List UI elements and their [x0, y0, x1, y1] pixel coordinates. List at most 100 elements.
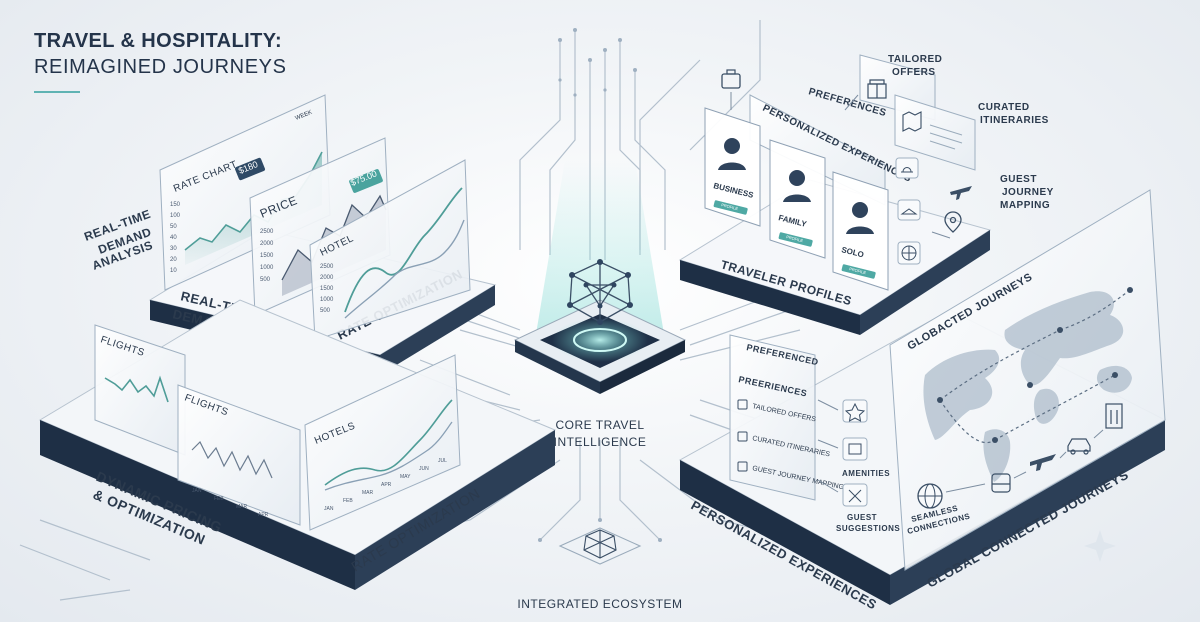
- y-tick-label: 100: [170, 213, 181, 219]
- hotel-building-icon: [1105, 403, 1123, 429]
- flights-line-1: [104, 375, 169, 403]
- guest-suggestions-label-1: GUEST: [847, 513, 877, 522]
- preferences-panel: [729, 334, 816, 501]
- x-tick-label: JUL: [438, 458, 447, 464]
- upper-right-platform-front: [680, 260, 860, 335]
- core-label-line1: CORE TRAVEL: [555, 418, 644, 432]
- tailored-label-1: TAILORED: [888, 54, 942, 65]
- flights-panel-2: [177, 384, 301, 526]
- core-network-nodes: [567, 259, 633, 325]
- upper-left-platform-side: [380, 285, 495, 375]
- flights-line-2: [191, 440, 273, 479]
- x-tick-label: MAR: [236, 504, 248, 510]
- title-block: TRAVEL & HOSPITALITY: REIMAGINED JOURNEY…: [34, 30, 334, 93]
- y-tick-label: 500: [320, 308, 331, 314]
- world-map-routes: [939, 289, 1131, 444]
- y-tick-label: 50: [170, 224, 177, 230]
- hanger-icon-tile: [897, 199, 921, 221]
- gift-icon: [867, 79, 887, 99]
- itinerary-lines: [929, 124, 963, 150]
- ecosystem-label: INTEGRATED ECOSYSTEM: [517, 597, 682, 611]
- hotels-panel: [304, 354, 461, 531]
- connector-dots: [378, 28, 802, 542]
- guest-suggestions-label-2: SUGGESTIONS: [836, 524, 900, 533]
- upper-right-platform-side: [860, 230, 990, 335]
- y-tick-label: 1000: [320, 297, 334, 303]
- y-tick-label: 30: [170, 246, 177, 252]
- profile-button-bg: [841, 264, 876, 279]
- x-tick-label: APR: [258, 512, 269, 518]
- y-tick-label: 2500: [260, 229, 274, 235]
- sparkle-icon: [1084, 530, 1116, 562]
- core-ring: [573, 328, 627, 352]
- module-dynamic-pricing: DYNAMIC PRICING & OPTIMIZATION RATE OPTI…: [38, 299, 557, 590]
- airplane-icon: [1030, 454, 1056, 471]
- curated-label-1: CURATED: [978, 102, 1030, 113]
- person-avatar-icon: [846, 202, 874, 234]
- y-tick-label: 1500: [320, 286, 334, 292]
- tailored-arrow: [844, 94, 859, 111]
- preference-item-icon: [737, 431, 748, 442]
- rate-chart-y-ticks: 150 100 50 40 30 20 10: [170, 202, 181, 274]
- hotel-line-b: [344, 219, 465, 319]
- page-title: TRAVEL & HOSPITALITY:: [34, 30, 283, 52]
- lower-left-platform-side: [355, 430, 555, 590]
- core-light-beam: [535, 160, 665, 340]
- x-tick-label: FEB: [343, 498, 353, 504]
- hotel-line-a: [344, 187, 463, 313]
- lower-right-platform-front: [680, 460, 890, 605]
- y-tick-label: 20: [170, 257, 177, 263]
- y-tick-label: 10: [170, 268, 177, 274]
- y-tick-label: 150: [170, 202, 181, 208]
- gjm-label-3: MAPPING: [1000, 200, 1050, 211]
- y-tick-label: 500: [260, 277, 271, 283]
- rate-chart-badge-bg: [235, 157, 265, 181]
- map-icon: [902, 111, 922, 132]
- y-tick-label: 2000: [320, 275, 334, 281]
- star-icon-tile: [842, 399, 868, 423]
- preference-item-icon: [737, 461, 748, 472]
- y-tick-label: 1500: [260, 253, 274, 259]
- journey-arrows: [945, 429, 1104, 493]
- y-tick-label: 40: [170, 235, 177, 241]
- rate-chart-area: [185, 152, 322, 265]
- person-avatar-icon: [718, 138, 746, 170]
- hotel-panel: [309, 159, 471, 341]
- profile-button-bg: [778, 232, 813, 247]
- core-glow: [552, 318, 648, 362]
- hotels-line-a: [324, 399, 453, 486]
- curated-itineraries-panel: [894, 94, 976, 171]
- page-subtitle: REIMAGINED JOURNEYS: [34, 56, 287, 78]
- module-demand-analysis: REAL-TIME DEMAND ANALYSIS RATE OPTIMIZAT…: [148, 94, 497, 375]
- globe-icon-tile: [897, 241, 921, 265]
- core-travel-intelligence: CORE TRAVEL INTELLIGENCE: [513, 160, 687, 449]
- location-pin-icon: [944, 211, 962, 233]
- real-time-side-label: REAL-TIME DEMAND ANALYSIS: [82, 207, 155, 273]
- preference-item-icon: [737, 399, 748, 410]
- core-chip-side-right: [600, 340, 685, 394]
- profile-button[interactable]: PROFILE: [721, 202, 739, 211]
- lower-right-platform-side: [890, 420, 1165, 605]
- title-underline: [34, 91, 80, 93]
- profile-button[interactable]: PROFILE: [786, 234, 804, 243]
- amenities-label: AMENITIES: [842, 469, 890, 478]
- profile-button[interactable]: PROFILE: [849, 266, 867, 275]
- lower-left-platform-front: [40, 420, 355, 590]
- core-label-line2: INTELLIGENCE: [554, 435, 647, 449]
- y-tick-label: 2000: [260, 241, 274, 247]
- profile-button-bg: [713, 200, 748, 215]
- person-avatar-icon: [783, 170, 811, 202]
- tools-icon-tile: [842, 483, 868, 507]
